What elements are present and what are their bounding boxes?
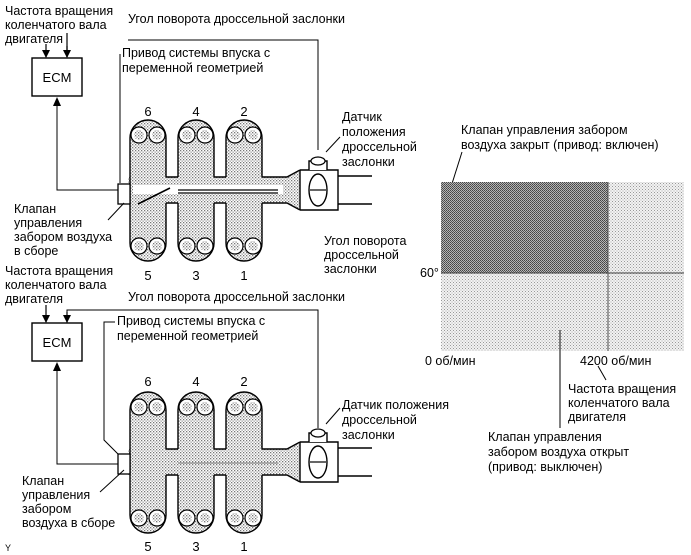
top-sensor-label-2: положения xyxy=(342,125,406,139)
chart-rpm-axis-3: двигателя xyxy=(568,410,626,424)
top-diagram: Частота вращения коленчатого вала двигат… xyxy=(5,4,417,283)
top-angle-label-1: Угол поворота xyxy=(324,234,406,248)
bottom-crank-label-2: коленчатого вала xyxy=(5,278,107,292)
chart-angle-tick: 60° xyxy=(420,266,439,280)
chart-rpm-4200: 4200 об/мин xyxy=(580,354,651,368)
bottom-sensor-label-3: заслонки xyxy=(342,428,395,442)
top-angle-label-2: дроссельной xyxy=(324,248,399,262)
top-ecm-label: ECM xyxy=(43,70,72,85)
chart-closed-region xyxy=(441,182,608,273)
top-crank-label-1: Частота вращения xyxy=(5,4,113,18)
bottom-sensor-label-2: дроссельной xyxy=(342,413,417,427)
top-valve-actuator xyxy=(117,183,131,205)
bottom-actuator-label-1: Привод системы впуска с xyxy=(117,314,265,328)
bottom-actuator-label-2: переменной геометрией xyxy=(117,329,258,343)
top-actuator-label-1: Привод системы впуска с xyxy=(122,46,270,60)
bottom-sensor-label-1: Датчик положения xyxy=(342,398,449,412)
top-valve-label-4: в сборе xyxy=(14,244,58,258)
bottom-cyl-1: 1 xyxy=(240,539,247,554)
top-valve-label-1: Клапан xyxy=(14,202,56,216)
bottom-cyl-2: 2 xyxy=(240,374,247,389)
corner-mark: Y xyxy=(5,543,11,553)
bottom-crank-label-1: Частота вращения xyxy=(5,264,113,278)
top-crank-label-3: двигателя xyxy=(5,32,63,46)
chart-open-region xyxy=(441,273,608,351)
bottom-valve-label-2: управления xyxy=(22,488,90,502)
bottom-crank-label-3: двигателя xyxy=(5,292,63,306)
bottom-valve-label-3: забором xyxy=(22,502,71,516)
bottom-valve-label-1: Клапан xyxy=(22,474,64,488)
top-valve-flap xyxy=(137,187,171,205)
bottom-cyl-6: 6 xyxy=(144,374,151,389)
top-angle-label-3: заслонки xyxy=(324,262,377,276)
top-sensor-label-1: Датчик xyxy=(342,110,382,124)
bottom-cyl-4: 4 xyxy=(192,374,199,389)
top-cyl-1: 1 xyxy=(240,268,247,283)
top-throttle-angle-label: Угол поворота дроссельной заслонки xyxy=(128,12,345,26)
top-cyl-3: 3 xyxy=(192,268,199,283)
bottom-cyl-3: 3 xyxy=(192,539,199,554)
bottom-throttle-angle-label: Угол поворота дроссельной заслонки xyxy=(128,290,345,304)
chart-open-label-2: забором воздуха открыт xyxy=(488,445,629,459)
top-sensor-label-3: дроссельной xyxy=(342,140,417,154)
top-cyl-2: 2 xyxy=(240,104,247,119)
chart-rpm-axis-2: коленчатого вала xyxy=(568,396,670,410)
chart-rpm-axis-1: Частота вращения xyxy=(568,382,676,396)
top-cyl-5: 5 xyxy=(144,268,151,283)
chart-open-label-3: (привод: выключен) xyxy=(488,460,602,474)
bottom-ecm-box xyxy=(31,322,83,362)
chart-closed-label-1: Клапан управления забором xyxy=(461,123,628,137)
chart-closed-label-2: воздуха закрыт (привод: включен) xyxy=(461,138,659,152)
top-ecm-arrow-up xyxy=(53,97,61,106)
top-valve-label-3: забором воздуха xyxy=(14,230,112,244)
top-ecm-box xyxy=(31,57,83,97)
chart-rpm-zero: 0 об/мин xyxy=(425,354,476,368)
top-sensor-label-4: заслонки xyxy=(342,155,395,169)
top-crank-label-2: коленчатого вала xyxy=(5,18,107,32)
operation-map: Клапан управления забором воздуха закрыт… xyxy=(420,123,684,474)
bottom-diagram: Частота вращения коленчатого вала двигат… xyxy=(5,264,449,554)
bottom-valve-actuator xyxy=(117,453,131,475)
bottom-ecm-label: ECM xyxy=(43,335,72,350)
top-valve-label-2: управления xyxy=(14,216,82,230)
bottom-cyl-5: 5 xyxy=(144,539,151,554)
top-actuator-label-2: переменной геометрией xyxy=(122,61,263,75)
bottom-valve-label-4: воздуха в сборе xyxy=(22,516,115,530)
top-cyl-6: 6 xyxy=(144,104,151,119)
chart-open-label-1: Клапан управления xyxy=(488,430,602,444)
bottom-ecm-arrow-up xyxy=(53,362,61,371)
top-cyl-4: 4 xyxy=(192,104,199,119)
